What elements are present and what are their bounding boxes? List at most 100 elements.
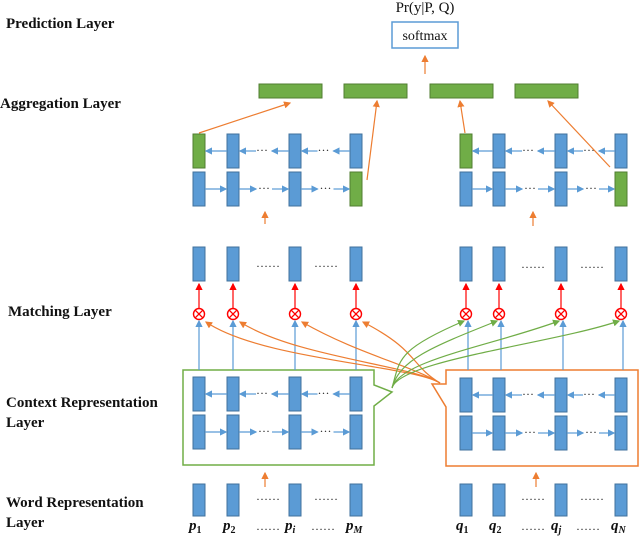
- agg-right-fw-dots: ···: [585, 181, 597, 195]
- agg-left-bw-cell-2: [226, 133, 240, 169]
- word-layer-label-line2: Layer: [6, 515, 45, 531]
- agg-right-bw-cell-3: [554, 133, 568, 169]
- word-label-dots: ……: [521, 519, 545, 533]
- word-dots: ……: [521, 489, 545, 503]
- word-label-dots: ……: [311, 519, 335, 533]
- aggregation-vector-3: [429, 83, 494, 99]
- ctx-right-fw-cell-4: [614, 415, 628, 451]
- matching-op-icon-x: [290, 309, 300, 319]
- agg-left-fw-cell-4: [349, 171, 363, 207]
- ctx-left-bw-dots: ···: [256, 386, 268, 400]
- softmax-box: [391, 21, 459, 49]
- agg-right-fw-cell-2: [492, 171, 506, 207]
- token-q-4: qN: [611, 518, 627, 536]
- passage-context-box: [182, 369, 394, 466]
- ctx-left-bw-cell-1: [192, 376, 206, 412]
- agg-right-bw-cell-1: [459, 133, 473, 169]
- ctx-right-fw-cell-3: [554, 415, 568, 451]
- ctx-right-bw-cell-2: [492, 377, 506, 413]
- aggregation-vector-4: [514, 83, 579, 99]
- ctx-right-fw-dots: ···: [524, 425, 536, 439]
- ctx-right-bw-cell-3: [554, 377, 568, 413]
- word-vector-p-4: [349, 483, 363, 517]
- agg-right-fw-cell-1: [459, 171, 473, 207]
- question-context-box: [430, 369, 639, 467]
- question-to-passage-match-4: [361, 321, 441, 384]
- ctx-left-fw-dots: ···: [320, 424, 332, 438]
- matching-layer-label: Matching Layer: [8, 304, 112, 320]
- agg-right-bw-dots: ···: [522, 143, 534, 157]
- word-label-dots: ……: [576, 519, 600, 533]
- agg-arrow-2: [366, 99, 380, 181]
- token-p-1: p1: [187, 518, 202, 536]
- agg-left-fw-cell-3: [288, 171, 302, 207]
- agg-left-bw-cell-4: [349, 133, 363, 169]
- word-vector-q-3: [554, 483, 568, 517]
- ctx-left-bw-dots: ···: [318, 386, 330, 400]
- matching-dots: ……: [521, 257, 545, 271]
- word-layer-label-line1: Word Representation: [6, 495, 144, 511]
- ctx-right-bw-cell-1: [459, 377, 473, 413]
- ctx-left-fw-cell-4: [349, 414, 363, 450]
- aggregation-layer-label: Aggregation Layer: [0, 96, 121, 112]
- question-to-passage-match-3: [300, 321, 441, 384]
- agg-left-fw-dots: ···: [258, 181, 270, 195]
- agg-left-bw-dots: ···: [256, 143, 268, 157]
- matching-dots: ……: [256, 256, 280, 270]
- matching-op-icon-x: [494, 309, 504, 319]
- ctx-right-fw-dots: ···: [585, 425, 597, 439]
- matching-vector-right-4: [614, 246, 628, 282]
- context-layer-label-line1: Context Representation: [6, 395, 158, 411]
- token-q-2: q2: [489, 518, 502, 536]
- matching-op-icon-x: [461, 309, 471, 319]
- question-to-passage-match-2: [238, 321, 441, 384]
- matching-dots: ……: [580, 257, 604, 271]
- agg-left-fw-cell-1: [192, 171, 206, 207]
- matching-vector-left-1: [192, 246, 206, 282]
- ctx-left-fw-cell-1: [192, 414, 206, 450]
- context-layer-label-line2: Layer: [6, 415, 45, 431]
- passage-to-question-match-3: [391, 319, 561, 389]
- ctx-right-bw-dots: ···: [522, 387, 534, 401]
- ctx-left-bw-cell-3: [288, 376, 302, 412]
- token-p-4: pM: [344, 518, 364, 536]
- matching-vector-right-2: [492, 246, 506, 282]
- word-vector-p-1: [192, 483, 206, 517]
- token-p-3: pi: [283, 518, 296, 536]
- word-vector-q-4: [614, 483, 628, 517]
- agg-arrow-1: [198, 101, 292, 134]
- aggregation-vector-1: [258, 83, 323, 99]
- prediction-layer-label: Prediction Layer: [6, 16, 115, 32]
- agg-left-bw-dots: ···: [318, 143, 330, 157]
- agg-arrow-3: [457, 99, 466, 134]
- agg-right-fw-dots: ···: [524, 181, 536, 195]
- word-dots: ……: [314, 489, 338, 503]
- matching-vector-left-3: [288, 246, 302, 282]
- agg-right-bw-cell-2: [492, 133, 506, 169]
- word-dots: ……: [256, 489, 280, 503]
- matching-op-icon-x: [228, 309, 238, 319]
- agg-right-bw-dots: ···: [583, 143, 595, 157]
- agg-arrow-4: [547, 100, 611, 168]
- ctx-right-fw-cell-1: [459, 415, 473, 451]
- agg-left-fw-cell-2: [226, 171, 240, 207]
- passage-to-question-match-2: [391, 319, 499, 389]
- softmax-label: softmax: [402, 29, 447, 44]
- token-q-3: qj: [551, 518, 562, 536]
- agg-left-bw-cell-3: [288, 133, 302, 169]
- agg-left-bw-cell-1: [192, 133, 206, 169]
- word-vector-p-3: [288, 483, 302, 517]
- passage-to-question-match-4: [391, 319, 621, 389]
- ctx-left-bw-cell-2: [226, 376, 240, 412]
- matching-op-icon-x: [556, 309, 566, 319]
- token-q-1: q1: [456, 518, 469, 536]
- matching-vector-left-2: [226, 246, 240, 282]
- ctx-left-bw-cell-4: [349, 376, 363, 412]
- agg-left-fw-dots: ···: [320, 181, 332, 195]
- word-label-dots: ……: [256, 519, 280, 533]
- word-dots: ……: [580, 489, 604, 503]
- word-vector-q-2: [492, 483, 506, 517]
- ctx-right-bw-cell-4: [614, 377, 628, 413]
- matching-vector-left-4: [349, 246, 363, 282]
- token-p-2: p2: [221, 518, 236, 536]
